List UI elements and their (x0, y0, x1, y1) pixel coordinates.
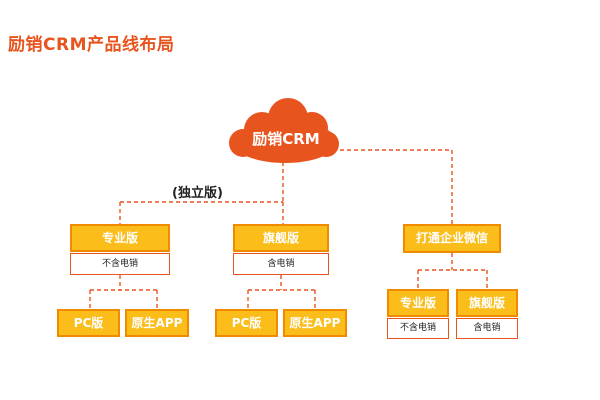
flagship-edition-desc: 含电销 (233, 253, 329, 275)
native-app-box-2: 原生APP (283, 309, 347, 337)
flagship-edition-box-right: 旗舰版 (456, 289, 518, 317)
pro-edition-box-right: 专业版 (387, 289, 449, 317)
pro-edition-desc-right: 不含电销 (387, 318, 449, 339)
page-title: 励销CRM产品线布局 (8, 35, 175, 55)
wechat-box: 打通企业微信 (403, 224, 501, 253)
root-label: 励销CRM (252, 130, 320, 148)
pro-edition-desc: 不含电销 (70, 253, 170, 275)
connector-to-wechat (333, 149, 453, 224)
native-app-box-1: 原生APP (125, 309, 189, 337)
pc-version-box-2: PC版 (215, 309, 278, 337)
flagship-edition-box: 旗舰版 (233, 224, 329, 252)
pro-edition-box: 专业版 (70, 224, 170, 252)
standalone-note: (独立版) (172, 186, 223, 201)
pc-version-box-1: PC版 (57, 309, 120, 337)
flagship-edition-desc-right: 含电销 (456, 318, 518, 339)
